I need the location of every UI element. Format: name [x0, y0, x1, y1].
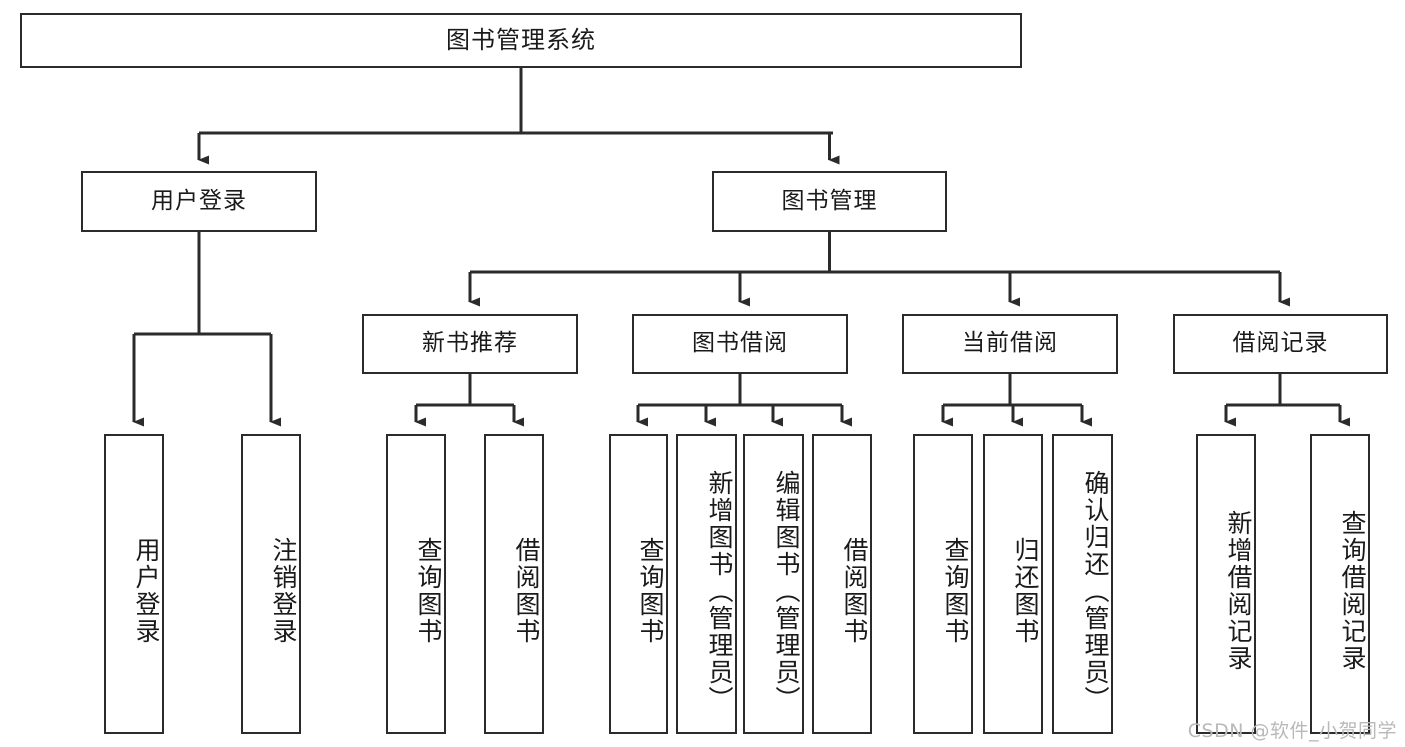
node-leaf-return-book[interactable]: 归还图书	[983, 434, 1043, 734]
node-leaf-logout-login[interactable]: 注销登录	[241, 434, 301, 734]
node-current-borrow[interactable]: 当前借阅	[902, 314, 1118, 374]
node-leaf-query-book-current[interactable]: 查询图书	[913, 434, 973, 734]
node-book-borrow[interactable]: 图书借阅	[632, 314, 848, 374]
node-leaf-borrow-book[interactable]: 借阅图书	[812, 434, 872, 734]
node-leaf-add-borrow-record[interactable]: 新增借阅记录	[1196, 434, 1256, 734]
node-leaf-query-book-recommend[interactable]: 查询图书	[386, 434, 446, 734]
node-leaf-user-login[interactable]: 用户登录	[104, 434, 164, 734]
node-user-login[interactable]: 用户登录	[81, 171, 317, 232]
node-leaf-edit-book-admin[interactable]: 编辑图书（管理员）	[743, 434, 804, 734]
node-new-book-recommend[interactable]: 新书推荐	[362, 314, 578, 374]
node-book-manage[interactable]: 图书管理	[712, 171, 947, 232]
node-root[interactable]: 图书管理系统	[20, 13, 1022, 68]
node-leaf-query-borrow-record[interactable]: 查询借阅记录	[1310, 434, 1370, 734]
node-borrow-record[interactable]: 借阅记录	[1173, 314, 1388, 374]
node-leaf-add-book-admin[interactable]: 新增图书（管理员）	[676, 434, 737, 734]
node-leaf-borrow-book-recommend[interactable]: 借阅图书	[484, 434, 544, 734]
node-leaf-query-book-borrow[interactable]: 查询图书	[609, 434, 668, 734]
node-leaf-confirm-return-admin[interactable]: 确认归还（管理员）	[1052, 434, 1113, 734]
